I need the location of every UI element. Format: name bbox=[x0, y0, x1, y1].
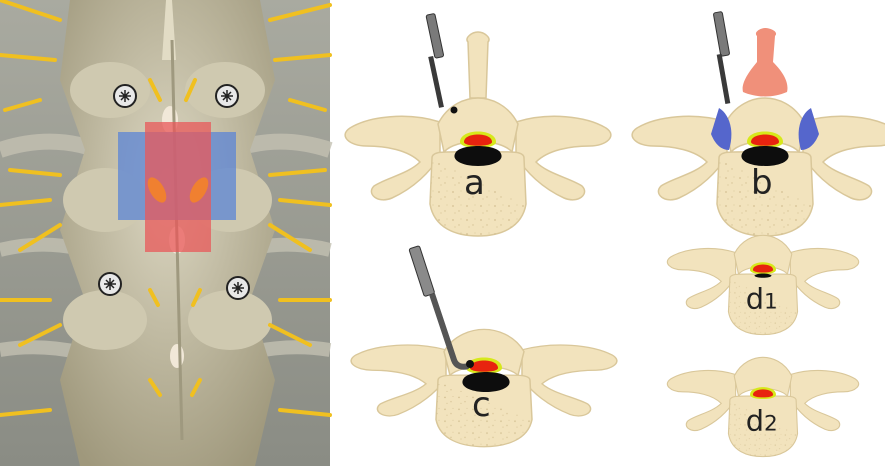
screw-icon bbox=[99, 273, 121, 295]
screw-icon bbox=[227, 277, 249, 299]
panel-c-label: c bbox=[472, 385, 491, 425]
spine-illustration bbox=[0, 0, 330, 466]
panel-a-label: a bbox=[464, 163, 485, 203]
screw-icon bbox=[216, 85, 238, 107]
panel-b-label: b bbox=[751, 163, 773, 203]
drill-icon bbox=[713, 11, 730, 104]
panel-b: b bbox=[632, 11, 885, 239]
screw-icon bbox=[114, 85, 136, 107]
panel-d1: d1 bbox=[667, 232, 858, 336]
panel-d2: d2 bbox=[667, 354, 858, 458]
drill-icon bbox=[426, 13, 458, 113]
panel-a: a bbox=[345, 13, 611, 239]
panel-c: c bbox=[351, 246, 617, 450]
lamina-fragment bbox=[743, 28, 788, 97]
